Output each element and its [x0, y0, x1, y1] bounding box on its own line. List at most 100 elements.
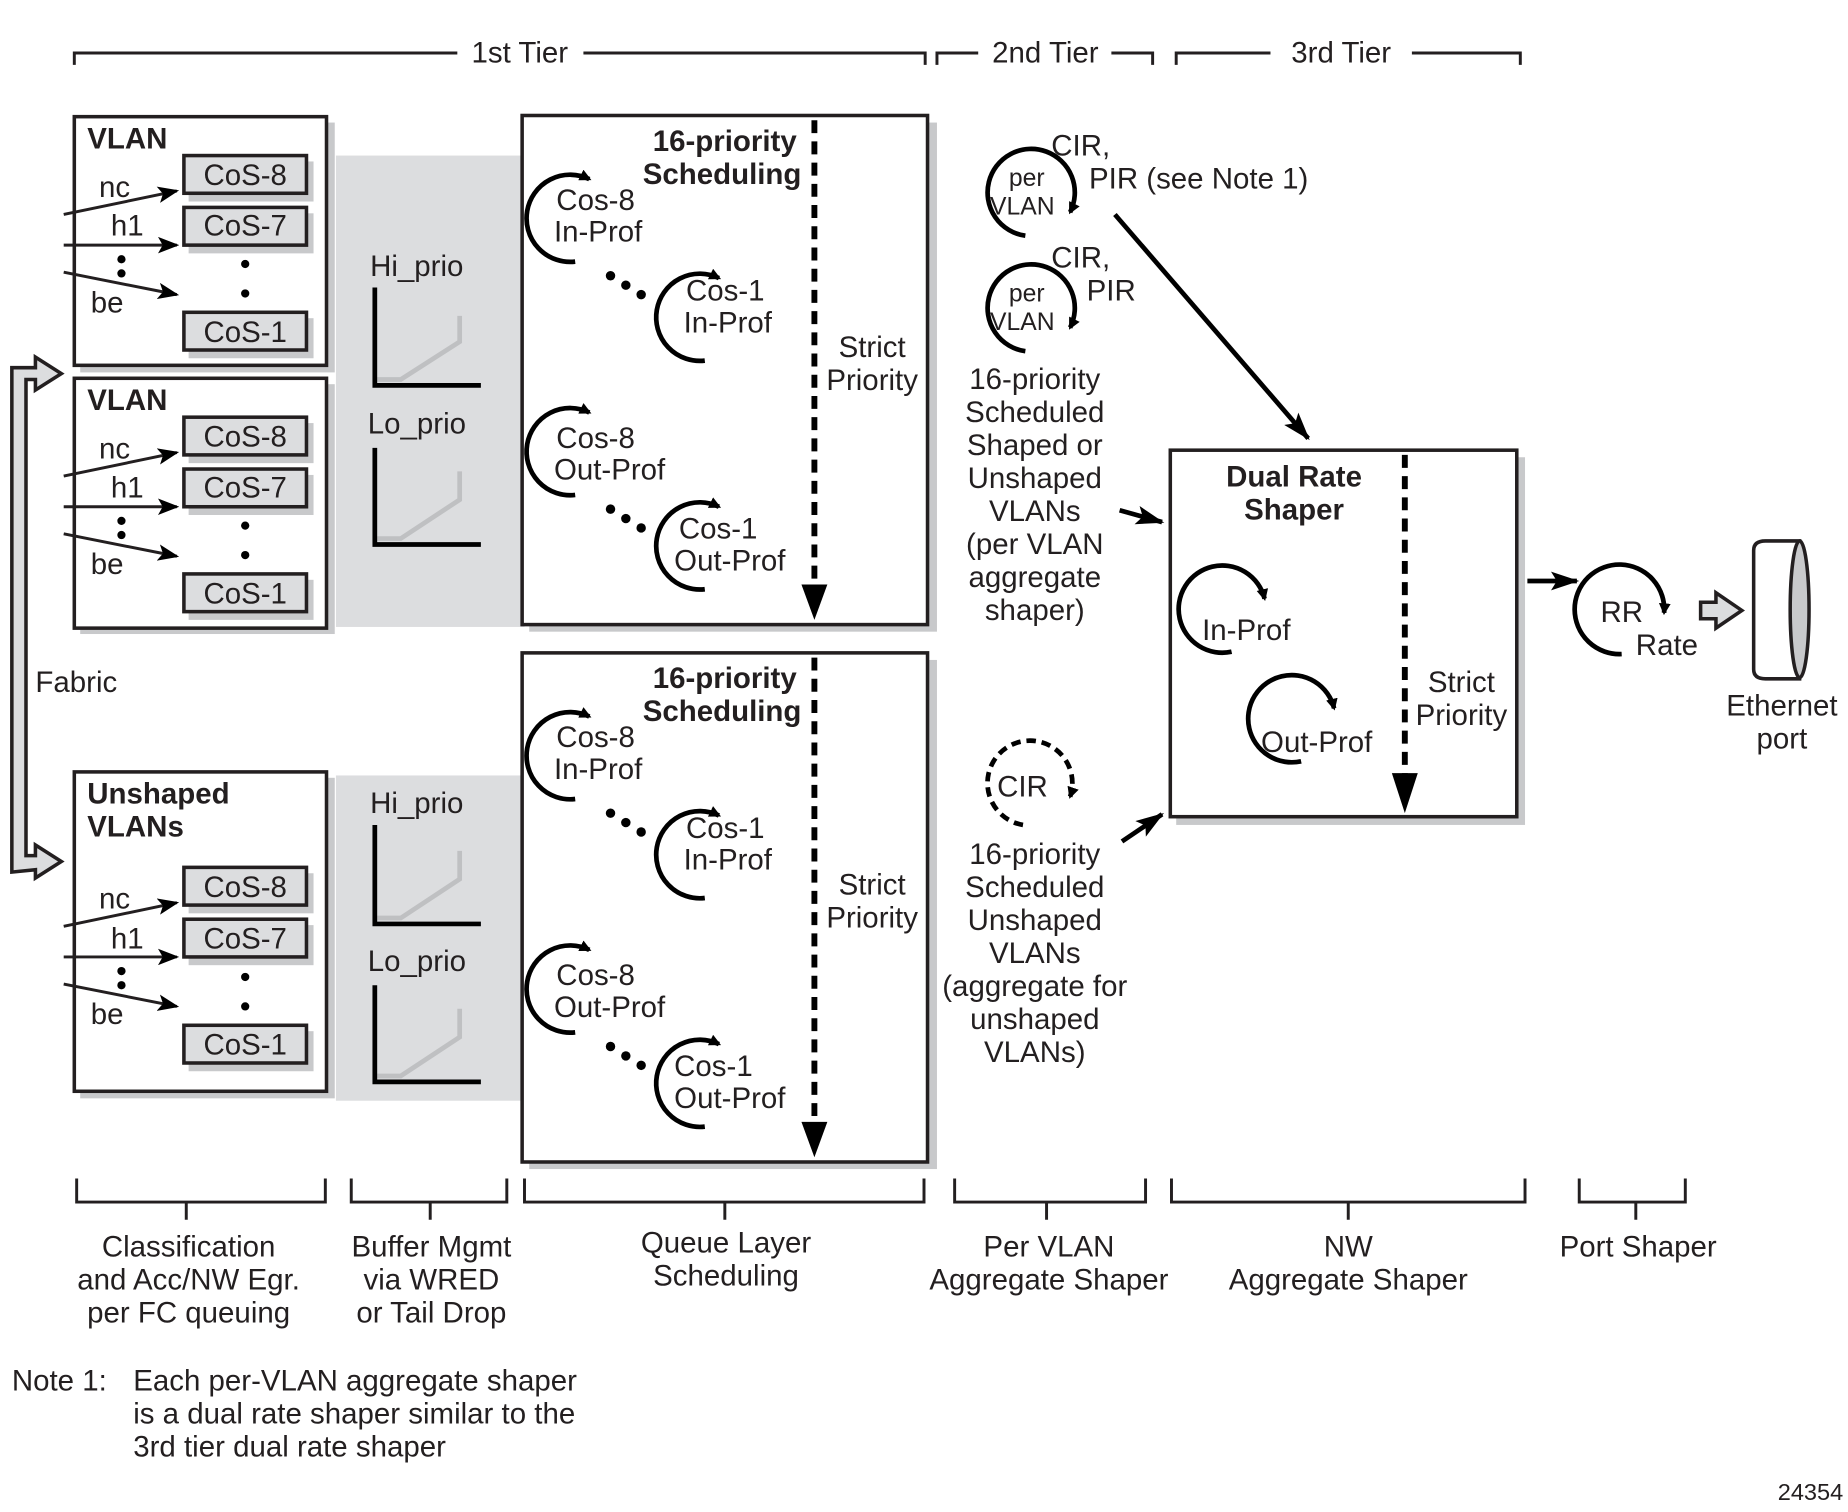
svg-text:CoS-7: CoS-7 — [203, 923, 286, 956]
svg-text:PIR (see Note 1): PIR (see Note 1) — [1089, 163, 1308, 196]
svg-text:Cos-8: Cos-8 — [556, 184, 635, 217]
svg-text:Cos-1: Cos-1 — [674, 1050, 753, 1083]
svg-text:Out-Prof: Out-Prof — [674, 1082, 786, 1115]
svg-text:CoS-8: CoS-8 — [203, 421, 286, 454]
svg-text:be: be — [91, 998, 124, 1031]
svg-text:16-priority: 16-priority — [653, 125, 798, 158]
svg-text:h1: h1 — [111, 471, 144, 504]
scheduler-box-1: 16-priority Scheduling Strict Priority C… — [520, 113, 937, 632]
svg-text:CoS-7: CoS-7 — [203, 471, 286, 504]
vlan-title: VLAN — [87, 384, 167, 417]
per-vlan-shaper-1: per VLAN CIR, PIR (see Note 1) — [985, 130, 1308, 239]
svg-text:via WRED: via WRED — [363, 1263, 499, 1296]
svg-text:Cos-1: Cos-1 — [686, 812, 765, 845]
queue-cos-7 — [182, 205, 309, 247]
svg-text:Strict: Strict — [839, 868, 906, 901]
svg-text:CIR,: CIR, — [1051, 242, 1110, 275]
queue-cos-8 — [182, 415, 309, 457]
buffer-bg-top — [335, 155, 525, 627]
svg-text:is a dual rate shaper similar: is a dual rate shaper similar to the — [133, 1398, 575, 1431]
svg-text:Each per-VLAN aggregate shaper: Each per-VLAN aggregate shaper — [133, 1365, 577, 1398]
svg-text:(per VLAN: (per VLAN — [966, 528, 1104, 561]
svg-text:Out-Prof: Out-Prof — [554, 991, 666, 1024]
svg-text:In-Prof: In-Prof — [684, 306, 773, 339]
queue-cos-8 — [182, 865, 309, 907]
svg-text:In-Prof: In-Prof — [684, 844, 773, 877]
svg-text:Shaped or: Shaped or — [967, 429, 1103, 462]
svg-text:Dual Rate: Dual Rate — [1226, 461, 1362, 494]
queue-cos-7 — [182, 467, 309, 509]
svg-text:shaper): shaper) — [985, 594, 1085, 627]
svg-text:Priority: Priority — [1416, 699, 1508, 732]
svg-text:CoS-1: CoS-1 — [203, 316, 286, 349]
svg-text:16-priority: 16-priority — [969, 838, 1100, 871]
svg-text:Cos-1: Cos-1 — [679, 513, 758, 546]
svg-text:Scheduled: Scheduled — [965, 871, 1104, 904]
buffer-bg-bottom — [335, 775, 525, 1101]
svg-text:CoS-1: CoS-1 — [203, 577, 286, 610]
figure-id: 24354 — [1778, 1479, 1843, 1505]
stage-label: Port Shaper — [1560, 1230, 1717, 1263]
svg-text:VLAN: VLAN — [990, 193, 1055, 220]
tier-1-label: 1st Tier — [471, 36, 568, 69]
svg-text:unshaped: unshaped — [970, 1003, 1099, 1036]
buffer-graphs-top: Hi_prio Lo_prio — [368, 250, 481, 547]
svg-text:Cos-8: Cos-8 — [556, 422, 635, 455]
svg-text:CoS-7: CoS-7 — [203, 210, 286, 243]
arrow-unshaped-to-dual — [1120, 812, 1165, 844]
svg-text:16-priority: 16-priority — [653, 662, 798, 695]
svg-text:Out-Prof: Out-Prof — [554, 454, 666, 487]
svg-text:be: be — [91, 286, 124, 319]
svg-text:Lo_prio: Lo_prio — [368, 408, 466, 441]
vlan-box-2: VLAN CoS-8 CoS-7 CoS-1 nc h1 be — [63, 376, 335, 635]
unshaped-vlans-description: 16-priority Scheduled Unshaped VLANs (ag… — [942, 838, 1127, 1069]
svg-text:(aggregate for: (aggregate for — [942, 970, 1127, 1003]
svg-text:nc: nc — [99, 171, 130, 204]
svg-text:nc: nc — [99, 432, 130, 465]
svg-text:In-Prof: In-Prof — [554, 216, 643, 249]
svg-text:3rd tier dual rate shaper: 3rd tier dual rate shaper — [133, 1431, 446, 1464]
svg-text:be: be — [91, 548, 124, 581]
svg-text:per: per — [1009, 165, 1045, 192]
svg-text:Strict: Strict — [839, 331, 906, 364]
queue-cos-7 — [182, 917, 309, 959]
svg-text:VLANs: VLANs — [87, 811, 184, 844]
svg-text:per: per — [1009, 281, 1045, 308]
svg-text:Unshaped: Unshaped — [87, 778, 229, 811]
svg-text:per FC queuing: per FC queuing — [87, 1296, 290, 1329]
svg-text:CIR: CIR — [997, 771, 1048, 804]
svg-text:h1: h1 — [111, 210, 144, 243]
svg-text:CoS-8: CoS-8 — [203, 871, 286, 904]
tier-brackets: 1st Tier 2nd Tier 3rd Tier — [72, 36, 1522, 69]
footnote: Note 1: Each per-VLAN aggregate shaper i… — [12, 1365, 577, 1464]
svg-text:16-priority: 16-priority — [969, 363, 1100, 396]
stage-label: Classification — [102, 1230, 276, 1263]
vlan-box-1: VLAN CoS-8 CoS-7 CoS-1 nc h1 be — [63, 114, 335, 373]
svg-text:or Tail Drop: or Tail Drop — [356, 1296, 506, 1329]
port-shaper-rr: RR Rate — [1572, 562, 1698, 662]
svg-text:Hi_prio: Hi_prio — [370, 787, 463, 820]
svg-text:Strict: Strict — [1428, 666, 1495, 699]
queue-cos-8 — [182, 153, 309, 196]
per-vlan-shaper-2: per VLAN CIR, PIR — [985, 242, 1136, 354]
svg-text:Aggregate Shaper: Aggregate Shaper — [929, 1263, 1168, 1296]
tier-3-label: 3rd Tier — [1291, 36, 1391, 69]
svg-text:Scheduling: Scheduling — [643, 158, 802, 191]
ethernet-port-icon: Ethernet port — [1726, 539, 1838, 755]
svg-text:Out-Prof: Out-Prof — [674, 544, 786, 577]
svg-text:Cos-1: Cos-1 — [686, 275, 765, 308]
svg-text:CoS-8: CoS-8 — [203, 159, 286, 192]
svg-text:h1: h1 — [111, 923, 144, 956]
svg-text:VLAN: VLAN — [990, 309, 1055, 336]
svg-text:Unshaped: Unshaped — [968, 462, 1102, 495]
stage-label: NW — [1324, 1230, 1373, 1263]
svg-text:VLANs: VLANs — [989, 495, 1081, 528]
svg-text:In-Prof: In-Prof — [1202, 614, 1291, 647]
port-output-arrow — [1698, 589, 1746, 632]
svg-text:In-Prof: In-Prof — [554, 753, 643, 786]
svg-text:Priority: Priority — [826, 364, 918, 397]
ethernet-port-label: Ethernet — [1726, 689, 1837, 722]
svg-text:Scheduling: Scheduling — [653, 1260, 799, 1293]
stage-label: Per VLAN — [983, 1230, 1114, 1263]
queue-cos-1 — [182, 572, 309, 614]
